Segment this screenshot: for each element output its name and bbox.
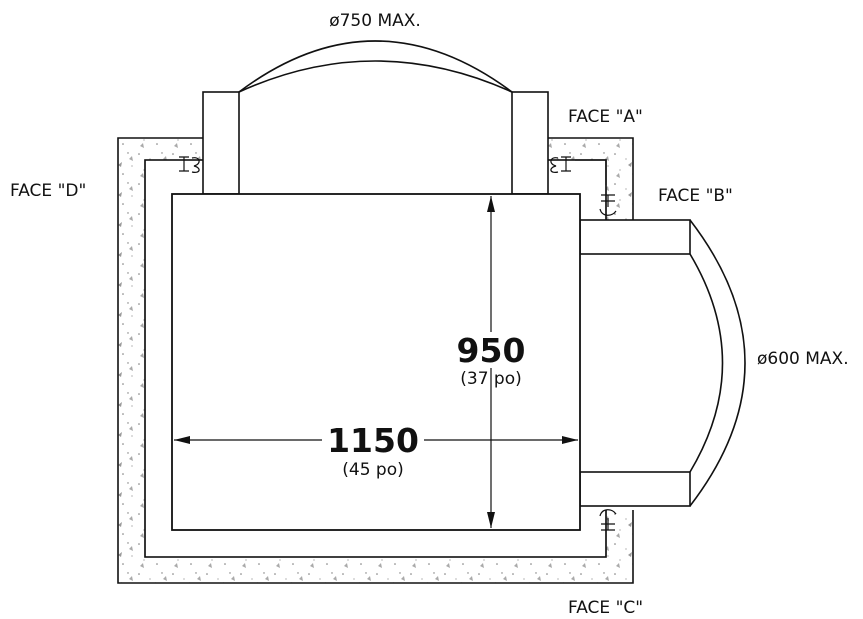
clamp-icon	[599, 509, 617, 531]
face-a-label: FACE "A"	[568, 107, 643, 127]
height-imperial: (37 po)	[460, 369, 522, 389]
face-d-label: FACE "D"	[10, 181, 86, 201]
clamp-icon	[550, 156, 571, 173]
top-pipe-outer-arc	[238, 40, 513, 93]
right-pipe-inner-arc	[689, 253, 724, 473]
face-b-label: FACE "B"	[658, 186, 733, 206]
top-diameter-label: ø750 MAX.	[329, 11, 421, 31]
height-value: 950	[457, 331, 526, 370]
width-dimension	[174, 436, 578, 444]
width-value: 1150	[327, 421, 419, 460]
right-pipe-outer-arc	[689, 219, 746, 507]
top-pipe	[202, 40, 549, 195]
width-imperial: (45 po)	[342, 460, 404, 480]
top-pipe-inner-arc	[238, 60, 513, 93]
clamp-icon	[179, 156, 200, 173]
face-a-leader	[575, 159, 607, 185]
clamp-icon	[599, 194, 617, 216]
right-diameter-label: ø600 MAX.	[757, 349, 849, 369]
face-c-label: FACE "C"	[568, 598, 643, 618]
right-pipe	[579, 219, 746, 510]
